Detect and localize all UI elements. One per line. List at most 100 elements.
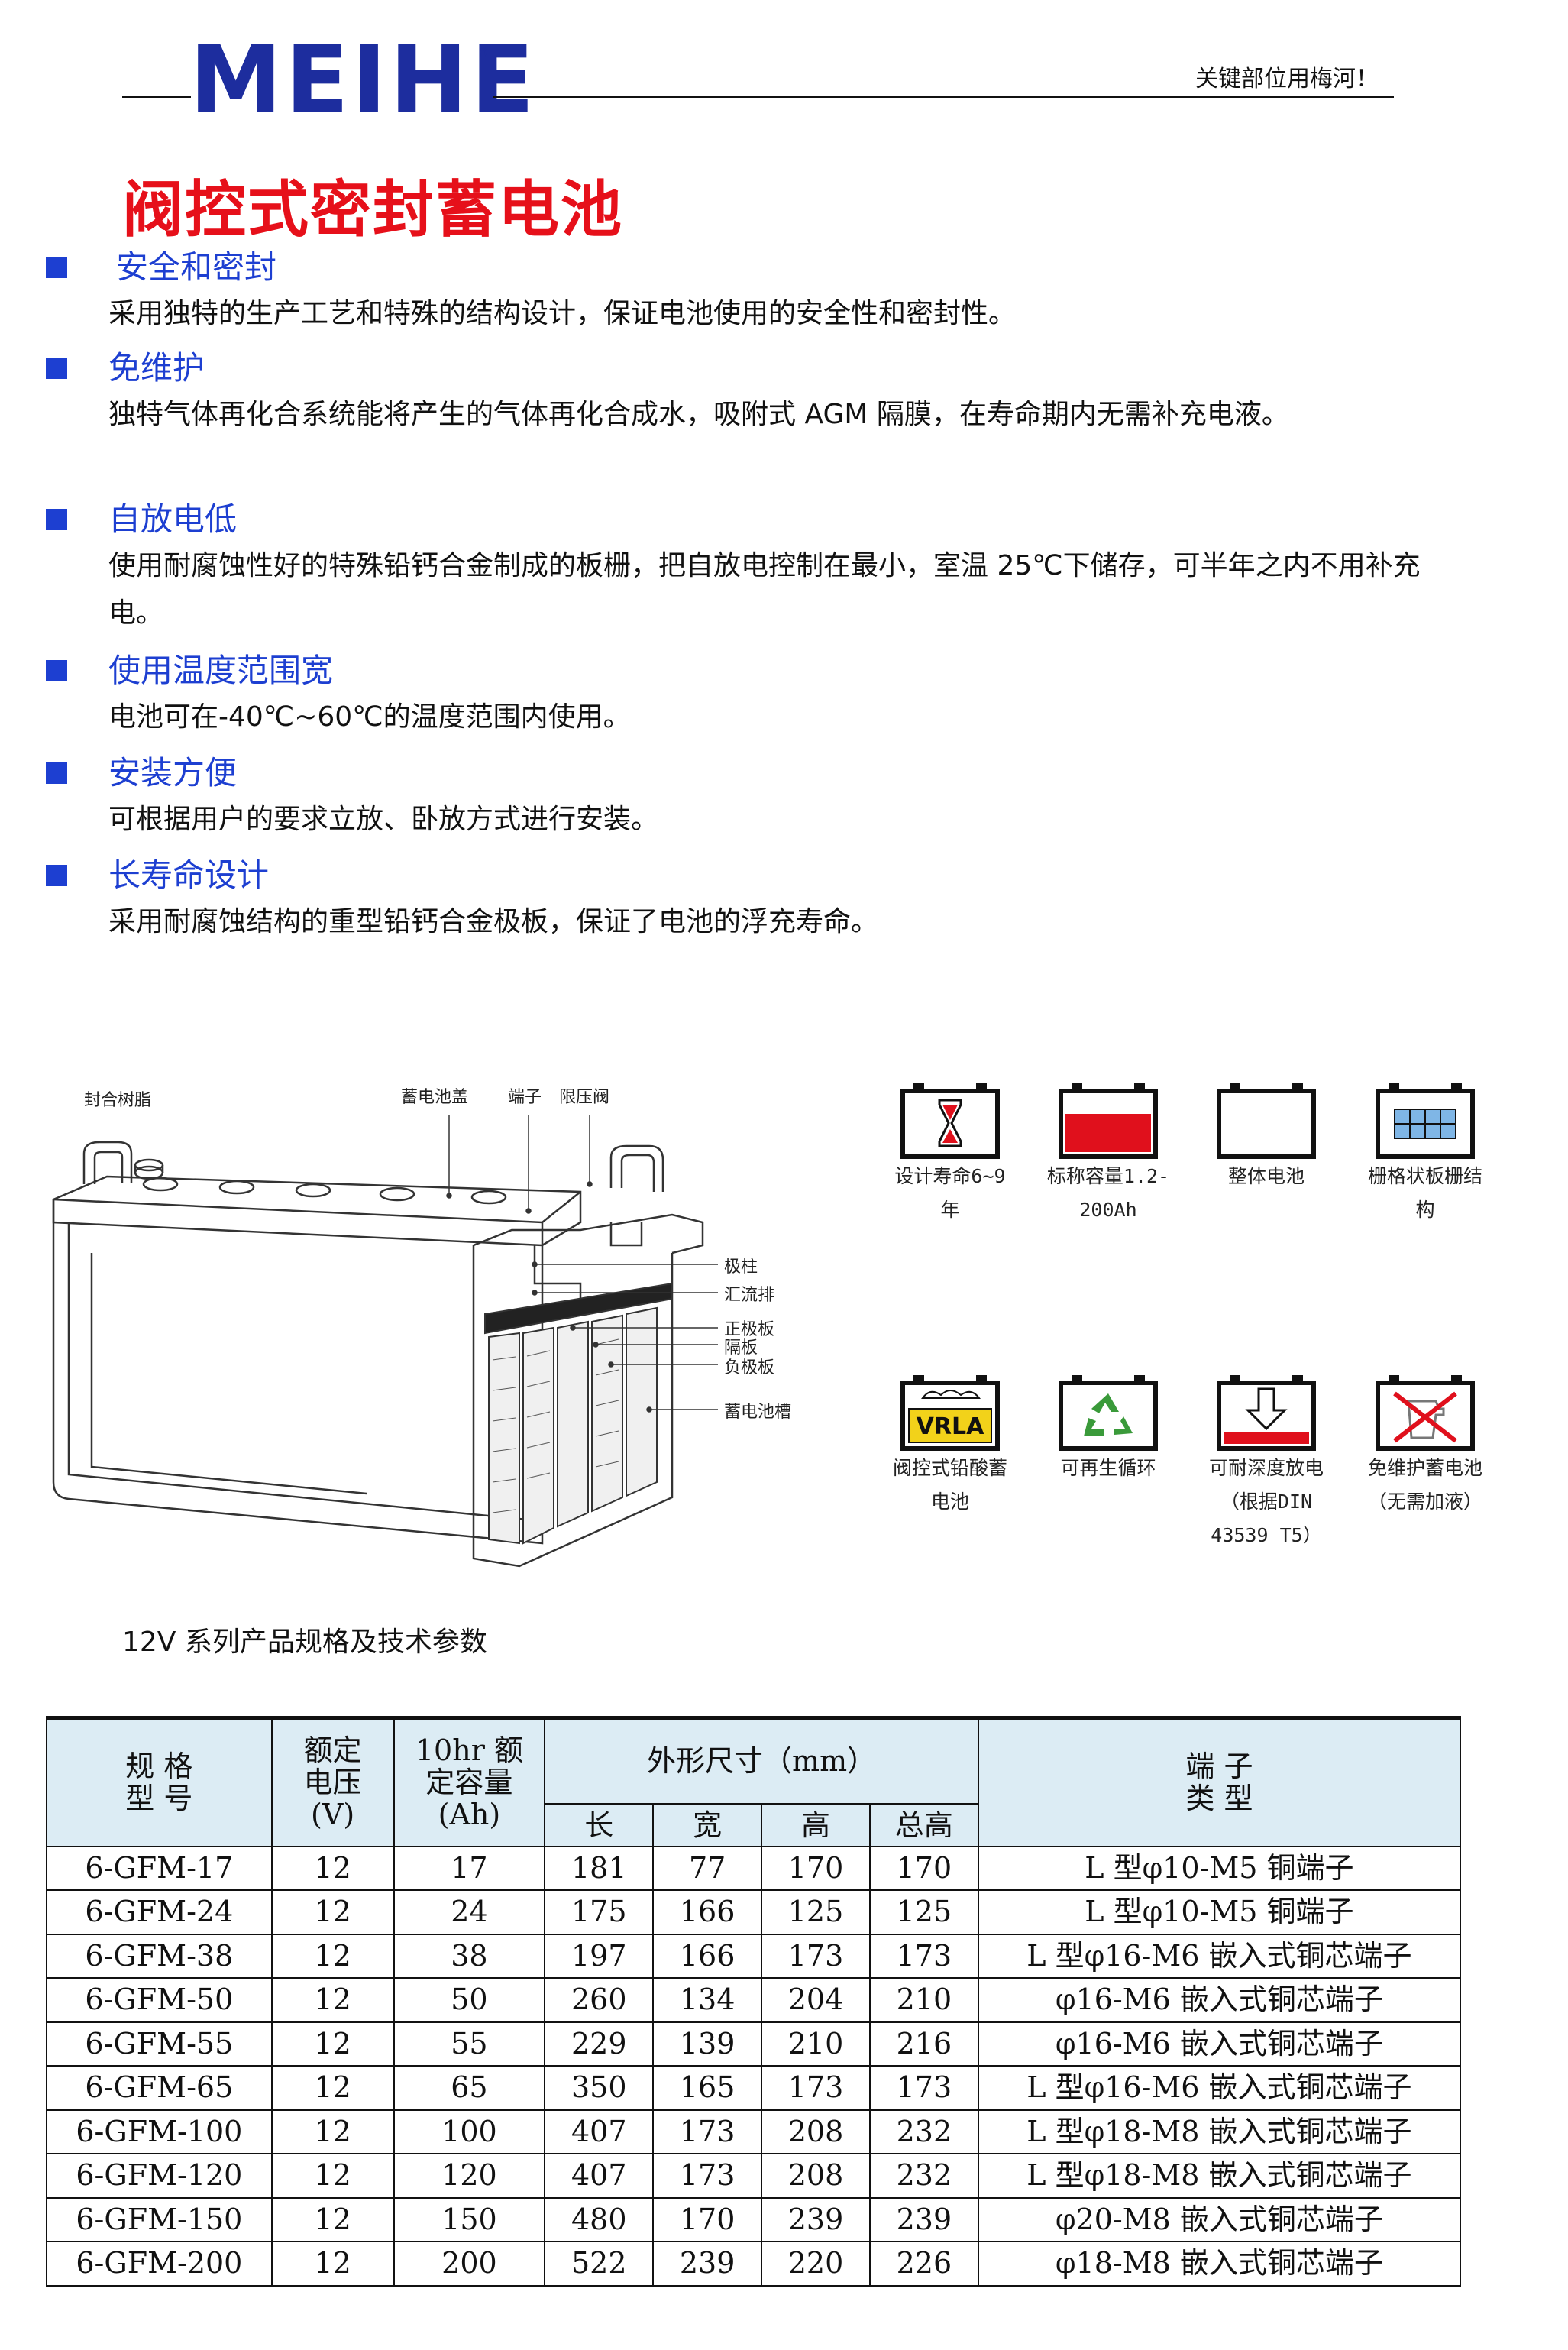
cell-terminal: L 型φ10-M5 铜端子 [977, 1845, 1462, 1891]
feature-title: 自放电低 [108, 500, 238, 538]
icon-caption: 免维护蓄电池 [1367, 1457, 1482, 1479]
vrla-badge-text: VRLA [917, 1413, 984, 1440]
icon-caption: 43539 T5） [1211, 1524, 1322, 1546]
cell-width: 170 [652, 2196, 763, 2242]
icon-caption: （无需加液） [1367, 1491, 1482, 1513]
cell-total-height: 232 [868, 2109, 979, 2154]
header-height: 高 [761, 1802, 871, 1847]
cell-terminal: φ16-M6 嵌入式铜芯端子 [977, 2021, 1462, 2067]
cell-length: 480 [544, 2196, 655, 2242]
cell-width: 166 [652, 1933, 763, 1979]
cell-total-height: 170 [868, 1845, 979, 1891]
cell-model: 6-GFM-100 [46, 2109, 273, 2154]
deep-discharge-icon [1217, 1375, 1316, 1451]
feature-temperature-range: 使用温度范围宽 电池可在-40℃~60℃的温度范围内使用。 [46, 648, 1421, 741]
cell-voltage: 12 [270, 2065, 395, 2111]
label-valve: 限压阀 [559, 1088, 610, 1107]
feature-body: 采用耐腐蚀结构的重型铅钙合金极板，保证了电池的浮充寿命。 [108, 906, 879, 937]
header-terminal: 端 子类 型 [977, 1716, 1462, 1847]
icon-caption: 可耐深度放电 [1208, 1457, 1324, 1479]
cell-capacity: 65 [393, 2065, 546, 2111]
cell-height: 208 [761, 2109, 871, 2154]
label-separator: 隔板 [724, 1338, 758, 1358]
label-terminal: 端子 [508, 1088, 542, 1107]
feature-body: 独特气体再化合系统能将产生的气体再化合成水，吸附式 AGM 隔膜，在寿命期内无需… [108, 399, 1289, 430]
feature-body: 使用耐腐蚀性好的特殊铅钙合金制成的板栅，把自放电控制在最小，室温 25℃下储存，… [108, 550, 1421, 629]
square-bullet-icon [46, 509, 67, 530]
cell-voltage: 12 [270, 2021, 395, 2067]
cell-capacity: 24 [393, 1889, 546, 1935]
vrla-icon: VRLA [900, 1375, 1000, 1451]
cell-height: 173 [761, 2065, 871, 2111]
header-slogan: 关键部位用梅河！ [1195, 66, 1379, 92]
cell-height: 170 [761, 1845, 871, 1891]
square-bullet-icon [46, 762, 67, 784]
cell-length: 175 [544, 1889, 655, 1935]
cell-length: 197 [544, 1933, 655, 1979]
cell-terminal: L 型φ18-M8 嵌入式铜芯端子 [977, 2153, 1462, 2199]
cell-terminal: L 型φ16-M6 嵌入式铜芯端子 [977, 2065, 1462, 2111]
hourglass-icon [900, 1083, 1000, 1159]
cell-width: 139 [652, 2021, 763, 2067]
cell-total-height: 173 [868, 1933, 979, 1979]
cell-terminal: L 型φ10-M5 铜端子 [977, 1889, 1462, 1935]
table-caption: 12V 系列产品规格及技术参数 [122, 1627, 487, 1658]
cell-height: 208 [761, 2153, 871, 2199]
feature-low-self-discharge: 自放电低 使用耐腐蚀性好的特殊铅钙合金制成的板栅，把自放电控制在最小，室温 25… [46, 497, 1421, 637]
cell-width: 173 [652, 2109, 763, 2154]
capacity-icon [1059, 1083, 1158, 1159]
header-rule-left [122, 96, 191, 98]
cell-length: 407 [544, 2109, 655, 2154]
cell-capacity: 17 [393, 1845, 546, 1891]
cell-model: 6-GFM-38 [46, 1933, 273, 1979]
cell-model: 6-GFM-24 [46, 1889, 273, 1935]
cell-total-height: 210 [868, 1977, 979, 2023]
feature-title: 使用温度范围宽 [108, 652, 334, 689]
cell-total-height: 232 [868, 2153, 979, 2199]
cell-height: 220 [761, 2241, 871, 2287]
header-voltage: 额定电压(V) [270, 1716, 395, 1847]
cell-width: 166 [652, 1889, 763, 1935]
label-cover: 蓄电池盖 [401, 1088, 469, 1107]
icon-caption: 可再生循环 [1060, 1457, 1156, 1479]
cell-capacity: 150 [393, 2196, 546, 2242]
cell-height: 173 [761, 1933, 871, 1979]
icon-grid-plate: 栅格状板栅结 构 [1344, 1083, 1506, 1227]
cell-height: 204 [761, 1977, 871, 2023]
cell-terminal: φ20-M8 嵌入式铜芯端子 [977, 2196, 1462, 2242]
cell-terminal: φ18-M8 嵌入式铜芯端子 [977, 2241, 1462, 2287]
icon-caption: 阀控式铅酸蓄 [892, 1457, 1007, 1479]
cell-model: 6-GFM-200 [46, 2241, 273, 2287]
icon-caption: 构 [1415, 1199, 1435, 1221]
header-total-height: 总高 [868, 1802, 979, 1847]
cell-capacity: 200 [393, 2241, 546, 2287]
cell-model: 6-GFM-17 [46, 1845, 273, 1891]
cell-total-height: 226 [868, 2241, 979, 2287]
icon-deep-discharge: 可耐深度放电 （根据DIN 43539 T5） [1185, 1375, 1347, 1552]
icon-recycle: 可再生循环 [1027, 1375, 1189, 1485]
page-title: 阀控式密封蓄电池 [122, 173, 623, 245]
cell-total-height: 239 [868, 2196, 979, 2242]
feature-title: 安装方便 [108, 754, 238, 791]
spec-table: 规 格型 号 额定电压(V) 10hr 额定容量(Ah) 外形尺寸（mm） 端 … [46, 1716, 1462, 2287]
header-dimensions: 外形尺寸（mm） [544, 1716, 979, 1805]
square-bullet-icon [46, 257, 67, 278]
cell-width: 239 [652, 2241, 763, 2287]
header-capacity: 10hr 额定容量(Ah) [393, 1716, 546, 1847]
header-rule-right [493, 96, 1394, 98]
feature-body: 电池可在-40℃~60℃的温度范围内使用。 [108, 701, 631, 733]
icon-capacity: 标称容量1.2- 200Ah [1027, 1083, 1189, 1227]
recycle-icon [1059, 1375, 1158, 1451]
cell-width: 134 [652, 1977, 763, 2023]
battery-cutaway-icon [52, 1115, 718, 1568]
